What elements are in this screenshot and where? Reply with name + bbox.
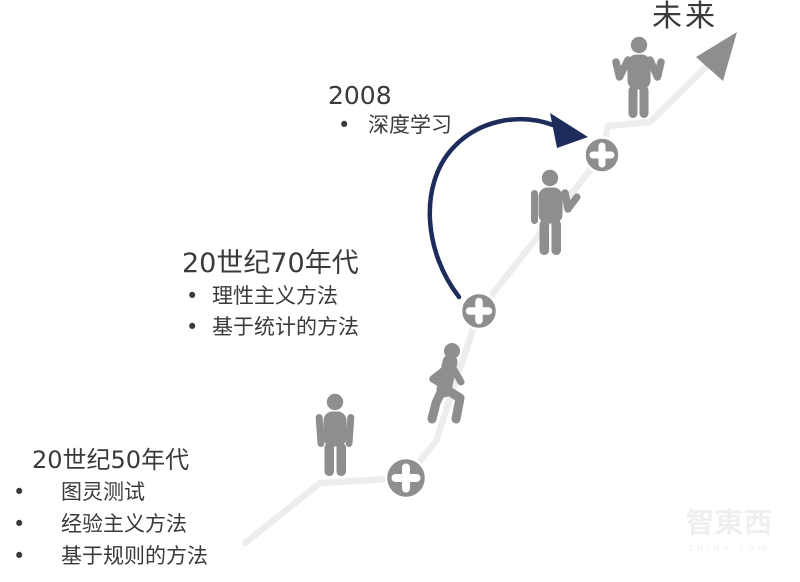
bullet-dot: •: [13, 480, 26, 504]
watermark-domain: zhidx.com: [688, 544, 771, 554]
bullet-item: • 经验主义方法: [10, 508, 208, 540]
watermark-logo: 智東西: [686, 506, 774, 539]
plus-circle-icon: [384, 456, 428, 500]
bullet-item: • 基于规则的方法: [10, 540, 208, 572]
bullet-item: • 图灵测试: [10, 476, 208, 508]
future-arrowhead-icon: [696, 32, 737, 81]
era-block-2008: 2008 • 深度学习: [328, 82, 452, 140]
plus-circle-icon: [583, 136, 621, 174]
bullet-text: 理性主义方法: [212, 284, 338, 308]
bullet-item: • 基于统计的方法: [182, 312, 359, 343]
era-title: 20世纪50年代: [32, 446, 190, 474]
person-standing-icon: [315, 393, 355, 476]
bullet-text: 基于统计的方法: [212, 315, 359, 339]
era-title: 20世纪70年代: [182, 248, 359, 279]
bullet-text: 图灵测试: [61, 480, 145, 504]
bullet-dot: •: [186, 284, 199, 308]
bullet-dot: •: [338, 113, 351, 137]
bullet-dot: •: [186, 315, 199, 339]
plus-circle-icon: [459, 291, 499, 331]
bullet-text: 深度学习: [368, 113, 452, 137]
watermark: 智東西 zhidx.com: [686, 506, 774, 555]
era-title: 2008: [328, 81, 392, 110]
future-label: 未来: [652, 0, 718, 34]
era-block-1950s: 20世纪50年代 • 图灵测试 • 经验主义方法 • 基于规则的方法: [10, 444, 208, 572]
bullet-text: 经验主义方法: [61, 512, 187, 536]
person-shrugging-icon: [612, 36, 665, 118]
era-block-1970s: 20世纪70年代 • 理性主义方法 • 基于统计的方法: [182, 247, 359, 343]
bullet-text: 基于规则的方法: [61, 544, 208, 568]
bullet-dot: •: [13, 512, 26, 536]
bullet-dot: •: [13, 544, 26, 568]
bullet-item: • 深度学习: [328, 110, 452, 140]
person-walking-icon: [427, 343, 465, 424]
curved-arrow-icon: [427, 113, 588, 300]
bullet-item: • 理性主义方法: [182, 281, 359, 312]
person-gesturing-icon: [531, 169, 581, 255]
